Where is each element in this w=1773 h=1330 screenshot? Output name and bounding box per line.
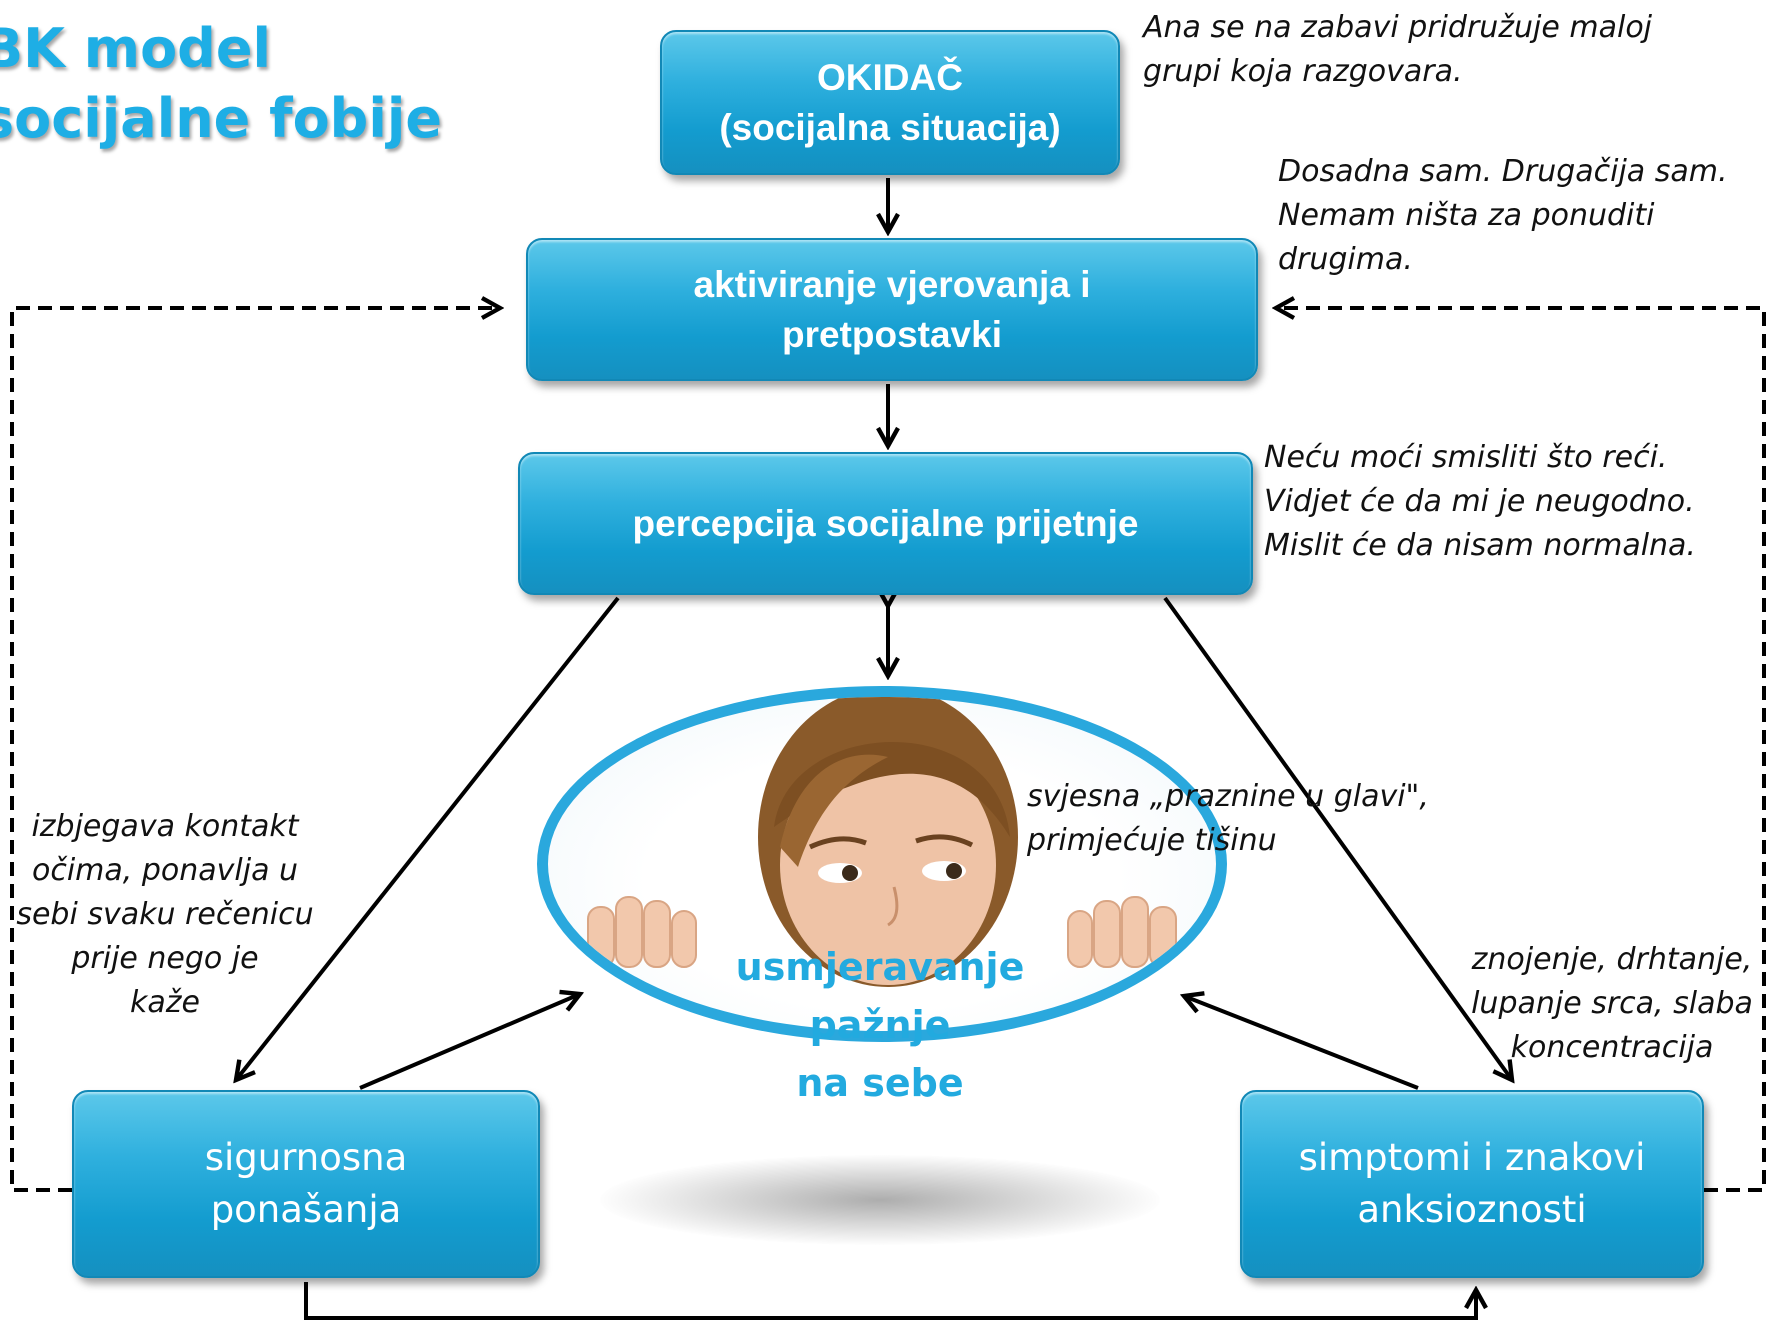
okidac-line-2: (socijalna situacija) (719, 106, 1061, 148)
note-simptomi: znojenje, drhtanje, lupanje srca, slaba … (1452, 938, 1772, 1070)
note-right-line: znojenje, drhtanje, (1471, 942, 1753, 977)
arrow-simptomi-to-center (1184, 996, 1419, 1090)
note-okidac-line: Ana se na zabavi pridružuje maloj (1143, 10, 1653, 45)
diagram-title: BK model socijalne fobije (0, 14, 452, 154)
box-sigurnosna-ponasanja: sigurnosna ponašanja (72, 1090, 540, 1278)
percepcija-line-1: percepcija socijalne prijetnje (632, 502, 1139, 544)
note-okidac-line: grupi koja razgovara. (1143, 54, 1463, 89)
note-right-line: koncentracija (1510, 1030, 1714, 1065)
note-center-line: svjesna „praznine u glavi", (1027, 779, 1429, 814)
okidac-line-1: OKIDAČ (817, 56, 963, 98)
box-percepcija: percepcija socijalne prijetnje (518, 452, 1253, 595)
center-label-line-1: usmjeravanje pažnje (735, 945, 1025, 1047)
note-aktiviranje: Dosadna sam. Drugačija sam. Nemam ništa … (1278, 150, 1728, 282)
peeking-woman-illustration (587, 697, 1177, 987)
arrow-sigurnosna-to-simptomi (304, 1282, 1476, 1320)
note-percepcija-line: Mislit će da nisam normalna. (1264, 528, 1696, 563)
center-label: usmjeravanje pažnje na sebe (680, 938, 1080, 1112)
title-line-1: BK model (0, 17, 271, 80)
note-aktiviranje-line: drugima. (1278, 242, 1413, 277)
note-left-line: očima, ponavlja u (31, 853, 298, 888)
box-simptomi: simptomi i znakovi anksioznosti (1240, 1090, 1704, 1278)
note-left-line: prije nego je (71, 941, 259, 976)
note-percepcija-line: Vidjet će da mi je neugodno. (1264, 484, 1695, 519)
note-left-line: kaže (130, 985, 200, 1020)
arrow-sigurnosna-to-center (359, 994, 580, 1090)
box-aktiviranje: aktiviranje vjerovanja i pretpostavki (526, 238, 1258, 381)
sigurnosna-line-2: ponašanja (210, 1188, 402, 1231)
center-shadow (600, 1155, 1160, 1245)
dashed-loop-right (1276, 308, 1766, 1192)
note-percepcija-line: Neću moći smisliti što reći. (1264, 440, 1668, 475)
arrow-percepcija-to-sigurnosna (236, 596, 620, 1080)
note-aktiviranje-line: Dosadna sam. Drugačija sam. (1278, 154, 1728, 189)
note-left-line: izbjegava kontakt (31, 809, 299, 844)
aktiviranje-line-1: aktiviranje vjerovanja i (693, 263, 1091, 305)
note-center: svjesna „praznine u glavi", primjećuje t… (1027, 775, 1429, 863)
arrow-percepcija-to-simptomi (1163, 596, 1512, 1080)
sigurnosna-line-1: sigurnosna (204, 1136, 408, 1179)
dashed-loop-left (10, 308, 500, 1192)
note-okidac: Ana se na zabavi pridružuje maloj grupi … (1143, 6, 1652, 94)
box-okidac: OKIDAČ (socijalna situacija) (660, 30, 1120, 175)
simptomi-line-2: anksioznosti (1357, 1188, 1587, 1231)
note-center-line: primjećuje tišinu (1027, 823, 1277, 858)
title-line-2: socijalne fobije (0, 87, 442, 150)
simptomi-line-1: simptomi i znakovi (1298, 1136, 1646, 1179)
note-sigurnosna: izbjegava kontakt očima, ponavlja u sebi… (0, 805, 330, 1025)
note-percepcija: Neću moći smisliti što reći. Vidjet će d… (1264, 436, 1696, 568)
note-left-line: sebi svaku rečenicu (16, 897, 314, 932)
center-oval (537, 686, 1227, 1042)
note-aktiviranje-line: Nemam ništa za ponuditi (1278, 198, 1655, 233)
center-label-line-2: na sebe (796, 1061, 964, 1105)
aktiviranje-line-2: pretpostavki (781, 313, 1002, 355)
note-right-line: lupanje srca, slaba (1471, 986, 1753, 1021)
